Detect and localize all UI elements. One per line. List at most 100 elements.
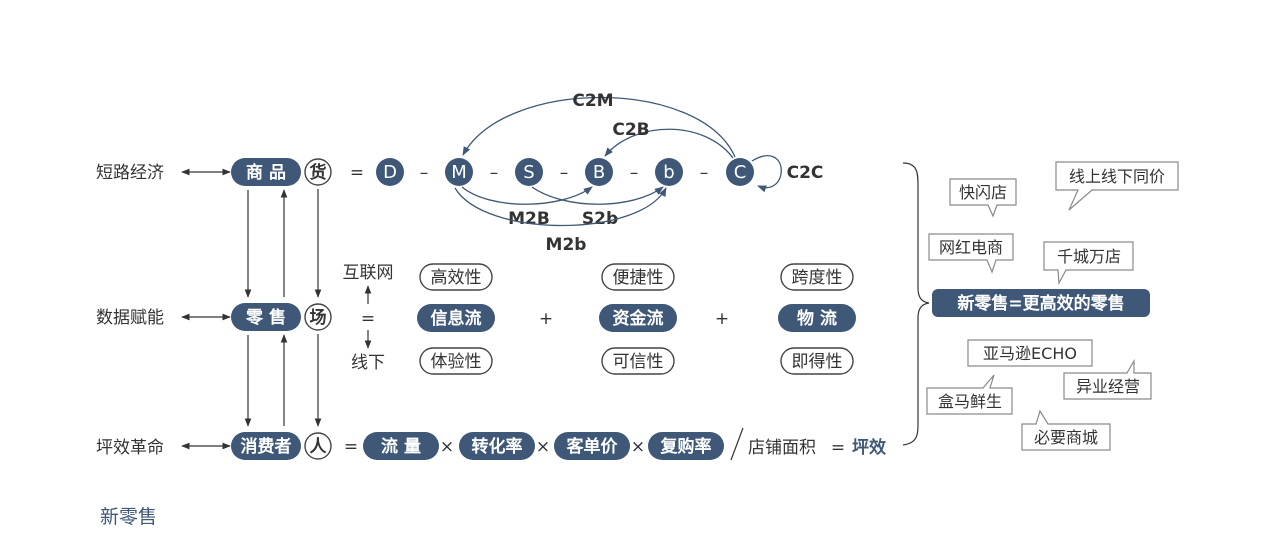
dash-1: – xyxy=(420,163,429,183)
group2-top-box xyxy=(601,263,675,291)
group2-top: 便捷性 xyxy=(613,268,664,288)
label-offline: 线下 xyxy=(351,353,385,373)
formula-equals-2: = xyxy=(831,438,845,458)
right-brace xyxy=(902,162,930,446)
circle-chang-text: 场 xyxy=(310,308,327,328)
group1-top-box xyxy=(419,263,493,291)
pill-retail xyxy=(231,303,301,331)
chain-equals: = xyxy=(350,163,364,183)
bubble-biyao-text: 必要商城 xyxy=(1034,428,1098,447)
group1-top: 高效性 xyxy=(431,268,482,288)
node-m xyxy=(445,158,473,186)
bubble-cross-industry-text: 异业经营 xyxy=(1076,377,1140,396)
pill-consumer-text: 消费者 xyxy=(241,436,292,457)
arc-c2c xyxy=(751,155,782,193)
term-unit-price: 客单价 xyxy=(566,436,619,457)
formula-equals: = xyxy=(344,437,358,457)
bubble-hema xyxy=(926,374,1013,415)
bubble-thousand-cities-text: 千城万店 xyxy=(1057,247,1121,266)
bubble-hema-text: 盒马鲜生 xyxy=(938,392,1002,411)
arc-c2m-label: C2M xyxy=(572,91,613,111)
group1-bottom-box xyxy=(419,347,493,375)
arc-c2m xyxy=(462,96,736,158)
pill-retail-text: 零 售 xyxy=(245,307,286,328)
arc-m2b-lower xyxy=(454,187,667,227)
formula-result: 坪效 xyxy=(852,437,886,458)
group3-bottom-box xyxy=(780,347,854,375)
arc-c2b xyxy=(604,128,734,159)
group1-main-box xyxy=(417,304,495,332)
circle-ren-text: 人 xyxy=(310,437,328,457)
dash-3: – xyxy=(560,163,569,183)
group2-main: 资金流 xyxy=(613,308,664,329)
plus-1: + xyxy=(539,309,553,329)
node-b-upper-text: B xyxy=(593,162,605,183)
node-d-text: D xyxy=(383,162,397,183)
label-short-circuit-economy: 短路经济 xyxy=(96,163,164,183)
term-repurchase: 复购率 xyxy=(660,436,712,457)
node-s-text: S xyxy=(523,162,534,183)
circle-ren xyxy=(304,432,332,460)
group3-top: 跨度性 xyxy=(792,268,843,288)
bubble-same-price-text: 线上线下同价 xyxy=(1069,167,1165,186)
node-b-lower xyxy=(655,158,683,186)
node-b-upper xyxy=(585,158,613,186)
arc-s2b xyxy=(531,186,664,205)
arc-c2b-label: C2B xyxy=(612,120,649,140)
bubble-influencer-ecommerce xyxy=(928,233,1014,274)
node-c xyxy=(726,158,754,186)
term-traffic: 流 量 xyxy=(381,436,421,457)
label-efficiency-revolution: 坪效革命 xyxy=(96,438,164,458)
bubble-same-price xyxy=(1055,161,1179,211)
times-2: × xyxy=(536,437,550,457)
bubble-influencer-ecommerce-text: 网红电商 xyxy=(939,238,1003,257)
arc-c2c-label: C2C xyxy=(787,163,824,183)
group3-top-box xyxy=(780,263,854,291)
term-unit-price-box xyxy=(554,432,630,460)
term-conversion: 转化率 xyxy=(472,436,523,457)
middle-equals: = xyxy=(361,309,375,329)
times-1: × xyxy=(440,437,454,457)
node-m-text: M xyxy=(451,162,467,183)
circle-huo-text: 货 xyxy=(310,162,327,183)
term-traffic-box xyxy=(363,432,439,460)
arc-m2b-lower-label: M2b xyxy=(546,235,587,255)
label-data-empowerment: 数据赋能 xyxy=(96,308,164,328)
group3-main-box xyxy=(778,304,856,332)
term-conversion-box xyxy=(459,432,535,460)
pill-goods xyxy=(231,158,301,186)
bubble-cross-industry xyxy=(1063,358,1152,400)
label-internet: 互联网 xyxy=(343,263,394,283)
dash-2: – xyxy=(490,163,499,183)
circle-chang xyxy=(304,303,332,331)
node-b-lower-text: b xyxy=(663,162,674,183)
pill-goods-text: 商 品 xyxy=(246,162,286,183)
center-banner-text: 新零售=更高效的零售 xyxy=(957,293,1124,314)
group3-main: 物 流 xyxy=(797,308,837,329)
node-d xyxy=(376,158,404,186)
group2-main-box xyxy=(599,304,677,332)
dash-5: – xyxy=(700,163,709,183)
arc-s2b-label: S2b xyxy=(582,209,618,229)
group3-bottom: 即得性 xyxy=(792,352,843,372)
bubble-thousand-cities xyxy=(1043,241,1134,286)
group1-main: 信息流 xyxy=(431,308,482,329)
node-c-text: C xyxy=(734,162,747,183)
group1-bottom: 体验性 xyxy=(431,352,482,372)
slash xyxy=(730,427,744,461)
pill-consumer xyxy=(231,432,301,460)
arc-m2b xyxy=(461,186,593,205)
bubble-pop-up-store-text: 快闪店 xyxy=(959,183,1007,202)
bubble-amazon-echo xyxy=(967,339,1093,367)
group2-bottom: 可信性 xyxy=(613,352,664,372)
term-repurchase-box xyxy=(648,432,724,460)
node-s xyxy=(515,158,543,186)
formula-divisor: 店铺面积 xyxy=(748,438,816,458)
group2-bottom-box xyxy=(601,347,675,375)
times-3: × xyxy=(631,437,645,457)
dash-4: – xyxy=(630,163,639,183)
bubble-pop-up-store xyxy=(949,178,1017,218)
circle-huo xyxy=(304,158,332,186)
plus-2: + xyxy=(715,309,729,329)
